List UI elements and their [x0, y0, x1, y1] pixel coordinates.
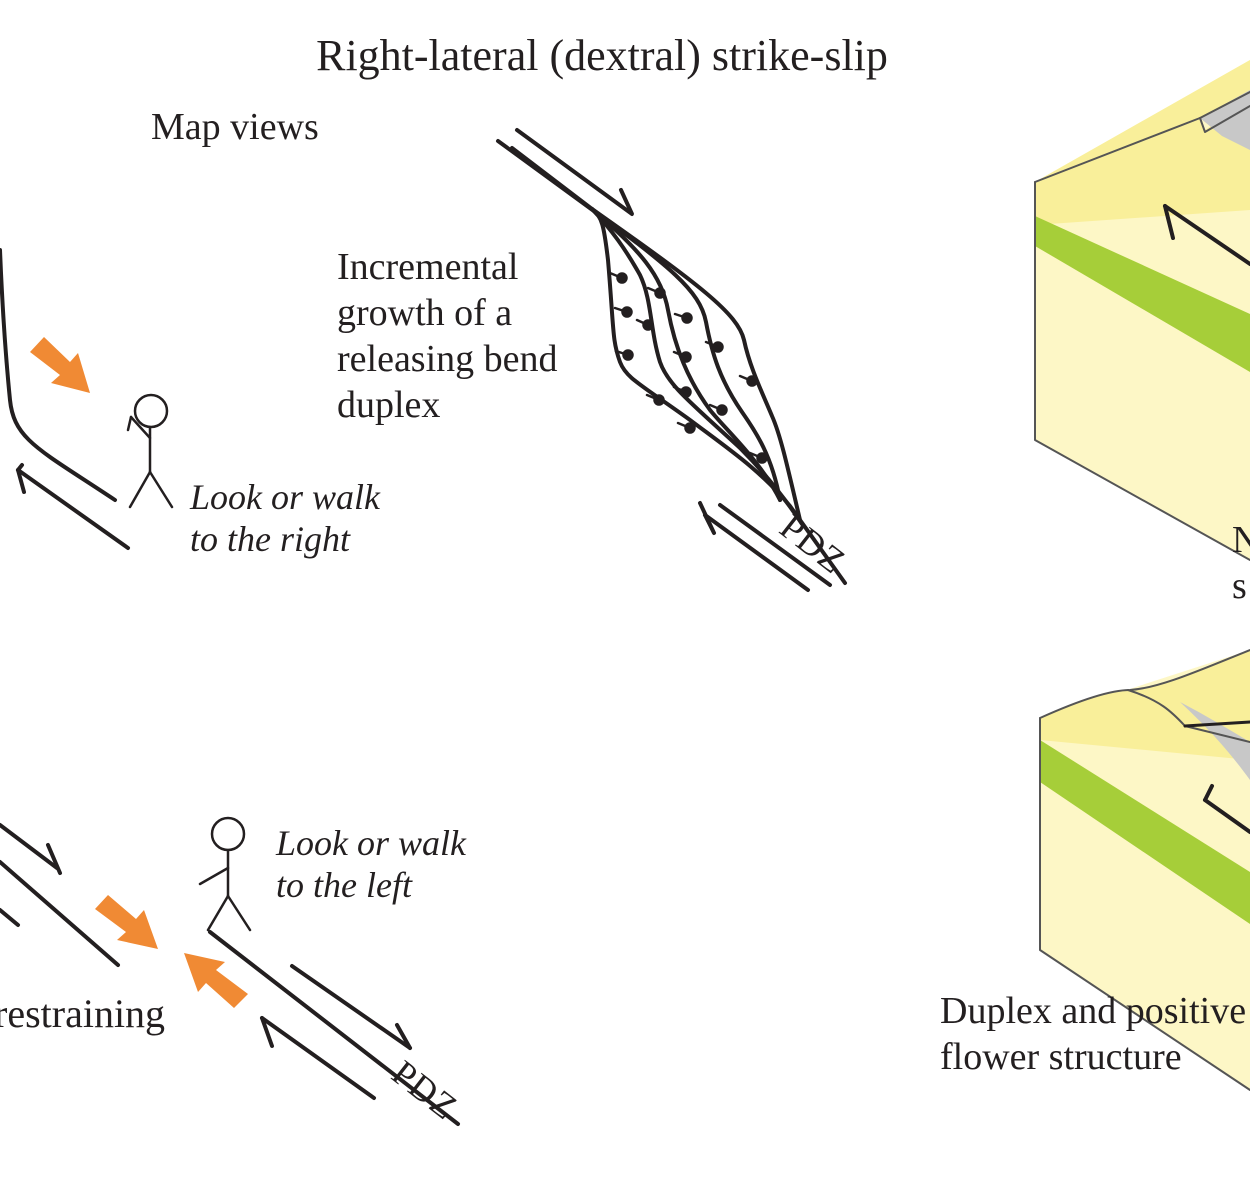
dextral-half-arrow-right — [395, 1023, 412, 1050]
dextral-half-arrow-bottom — [698, 501, 716, 535]
block-top-caption-fragment: N s — [1232, 517, 1250, 609]
sense-arrow-halfhead — [16, 463, 24, 472]
observer-label-look-right: Look or walk to the right — [190, 476, 380, 560]
observer-line: to the right — [190, 519, 350, 559]
block-diagram-bottom — [1039, 649, 1250, 1091]
dextral-half-arrow-top — [515, 128, 634, 216]
releasing-bend-duplex — [496, 128, 847, 592]
caption-line: releasing bend — [337, 338, 558, 380]
releasing-bend-caption: Incremental growth of a releasing bend d… — [337, 244, 607, 428]
observer-line: Look or walk — [190, 477, 381, 517]
observer-line: to the left — [276, 865, 412, 905]
orange-arrows-converging — [95, 895, 248, 1008]
observer-label-look-left: Look or walk to the left — [276, 822, 466, 906]
restraining-caption-fragment: restraining — [0, 991, 166, 1036]
caption-line: Incremental — [337, 246, 519, 288]
caption-line: Duplex and positive — [940, 990, 1247, 1032]
diagram-title: Right-lateral (dextral) strike-slip — [316, 31, 888, 80]
caption-line: duplex — [337, 384, 441, 426]
stick-figure-look-left — [198, 816, 252, 932]
restraining-bend-faults — [0, 823, 460, 1126]
caption-line: s — [1232, 565, 1247, 607]
caption-line: growth of a — [337, 292, 513, 334]
left-releasing-bend-fault — [0, 248, 130, 550]
observer-line: Look or walk — [276, 823, 467, 863]
map-views-label: Map views — [151, 106, 319, 148]
block-diagram-top — [1034, 60, 1250, 561]
duplex-flower-caption: Duplex and positive flower structure — [940, 988, 1250, 1080]
caption-line: N — [1232, 519, 1250, 561]
stick-figure-look-right — [126, 393, 174, 509]
caption-line: flower structure — [940, 1036, 1182, 1078]
orange-arrow-pull-apart — [30, 337, 90, 393]
dextral-half-arrow-left — [260, 1016, 274, 1048]
